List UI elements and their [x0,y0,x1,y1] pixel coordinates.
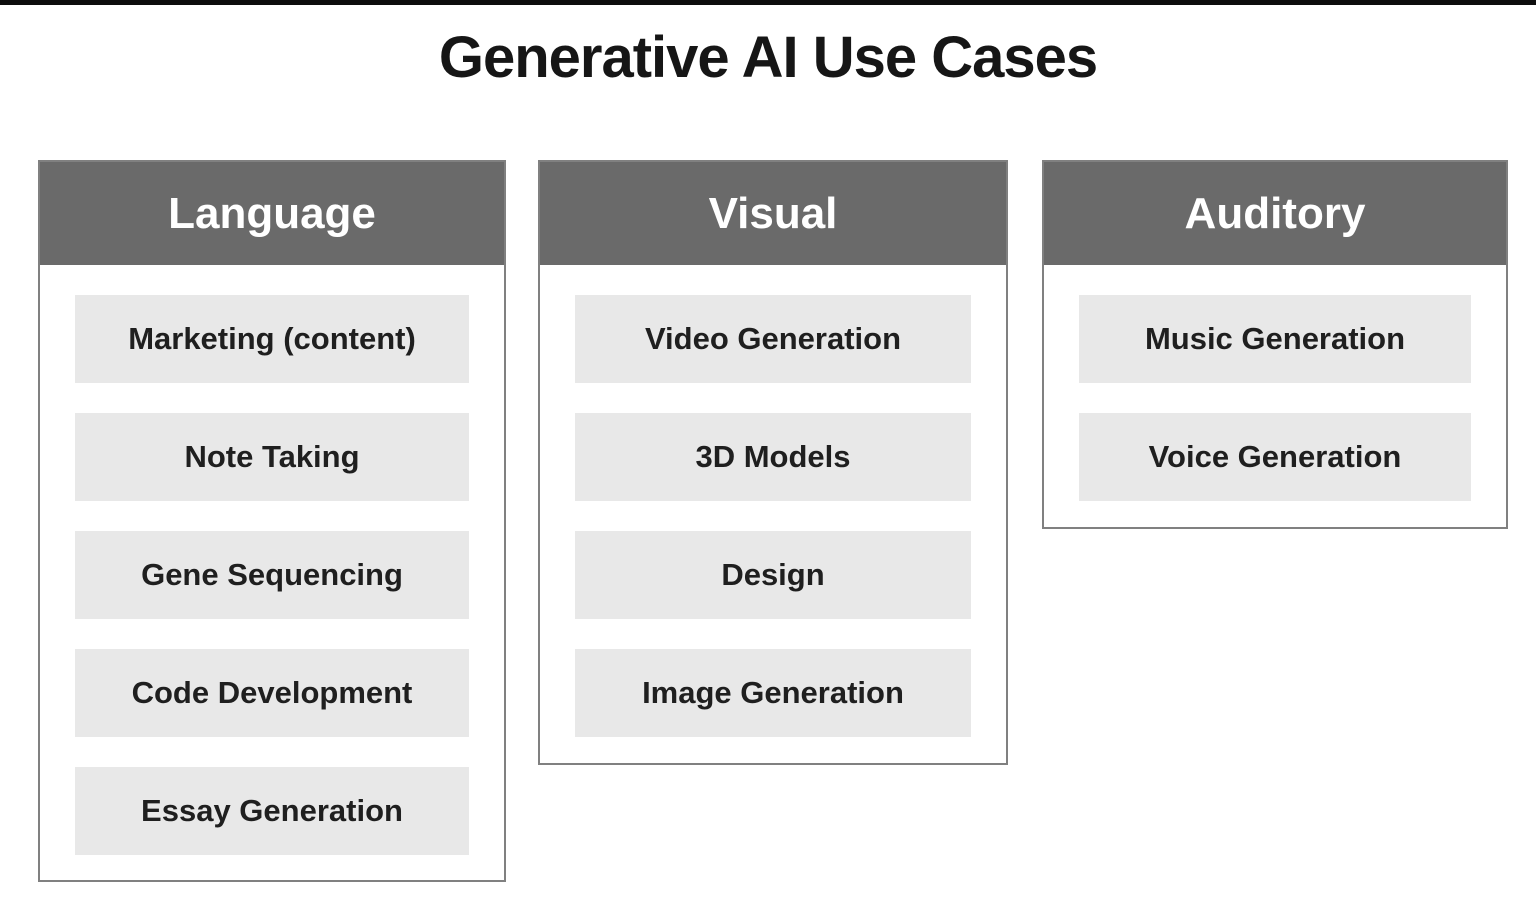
column-visual-header: Visual [540,162,1006,265]
diagram-title: Generative AI Use Cases [438,25,1098,90]
use-case-note-taking: Note Taking [75,413,469,501]
use-case-music-generation: Music Generation [1079,295,1471,383]
use-case-code-development: Code Development [75,649,469,737]
column-auditory: Auditory Music Generation Voice Generati… [1042,160,1508,529]
column-language: Language Marketing (content) Note Taking… [38,160,506,882]
use-case-3d-models: 3D Models [575,413,971,501]
use-case-gene-sequencing: Gene Sequencing [75,531,469,619]
use-case-marketing-content: Marketing (content) [75,295,469,383]
column-language-items: Marketing (content) Note Taking Gene Seq… [40,265,504,885]
column-visual-items: Video Generation 3D Models Design Image … [540,265,1006,767]
use-case-essay-generation: Essay Generation [75,767,469,855]
use-case-image-generation: Image Generation [575,649,971,737]
use-case-video-generation: Video Generation [575,295,971,383]
column-visual: Visual Video Generation 3D Models Design… [538,160,1008,765]
column-auditory-header: Auditory [1044,162,1506,265]
column-auditory-items: Music Generation Voice Generation [1044,265,1506,531]
use-case-voice-generation: Voice Generation [1079,413,1471,501]
top-edge-bar [0,0,1536,5]
column-language-header: Language [40,162,504,265]
use-case-design: Design [575,531,971,619]
